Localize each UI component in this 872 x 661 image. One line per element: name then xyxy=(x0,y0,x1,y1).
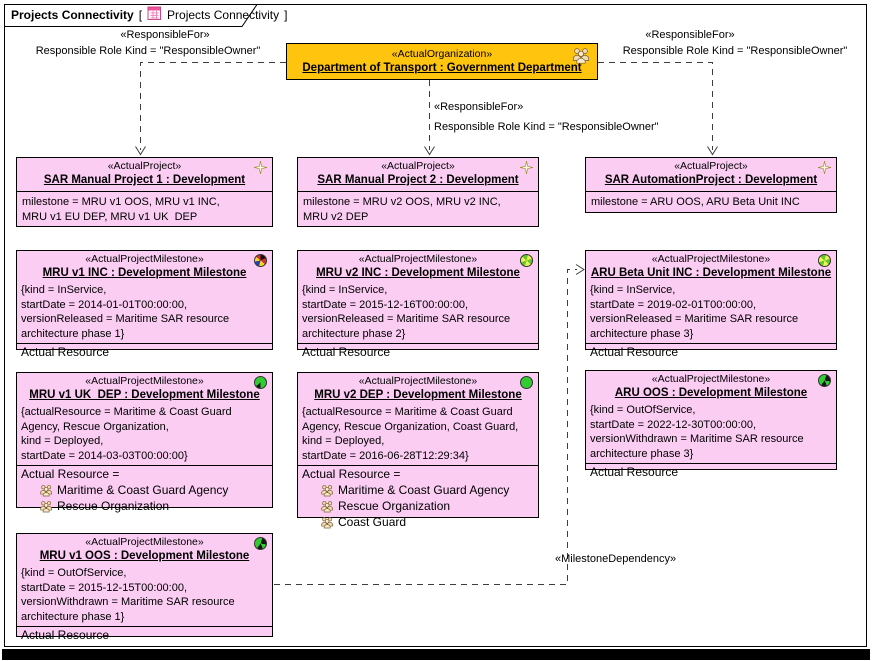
sparkle-icon xyxy=(253,160,268,179)
milestone-name: MRU v2 DEP : Development Milestone xyxy=(314,389,522,401)
resource-name: Rescue Organization xyxy=(57,499,170,513)
compartment-label: Actual Resource = xyxy=(302,467,401,481)
actual-project-node[interactable]: «ActualProject» SAR Manual Project 1 : D… xyxy=(16,157,273,227)
milestone-name: MRU v1 INC : Development Milestone xyxy=(42,267,247,279)
project-attributes: milestone = MRU v1 OOS, MRU v1 INC, MRU … xyxy=(22,196,220,223)
project-attributes: milestone = MRU v2 OOS, MRU v2 INC, MRU … xyxy=(303,196,501,223)
tab-diagram-name: Projects Connectivity xyxy=(167,8,280,22)
sparkle-icon xyxy=(519,160,534,179)
window-bottom-border xyxy=(2,649,870,660)
organization-icon xyxy=(320,516,335,529)
pinwheel-green-yellow-icon xyxy=(818,254,831,267)
resource-item: Rescue Organization xyxy=(302,498,534,514)
compartment-label: Actual Resource xyxy=(21,345,110,359)
responsible-for-right-stereotype-label[interactable]: «ResponsibleFor» xyxy=(645,29,735,41)
milestone-properties: {kind = InService, startDate = 2015-12-1… xyxy=(302,284,511,340)
actual-project-node[interactable]: «ActualProject» SAR AutomationProject : … xyxy=(585,157,837,213)
responsible-for-left-stereotype-label[interactable]: «ResponsibleFor» xyxy=(120,29,210,41)
resource-name: Maritime & Coast Guard Agency xyxy=(338,483,510,497)
milestone-properties: {actualResource = Maritime & Coast Guard… xyxy=(21,406,232,462)
organization-icon xyxy=(320,500,335,513)
compartment-label: Actual Resource = xyxy=(21,467,120,481)
milestone-properties: {kind = OutOfService, startDate = 2022-1… xyxy=(590,404,804,460)
actual-project-milestone-node[interactable]: «ActualProjectMilestone» ARU OOS : Devel… xyxy=(585,370,837,479)
tab-title: Projects Connectivity xyxy=(11,8,134,22)
resource-item: Maritime & Coast Guard Agency xyxy=(302,482,534,498)
circle-green-icon xyxy=(520,376,533,389)
milestone-dependency-label[interactable]: «MilestoneDependency» xyxy=(555,553,677,565)
sparkle-icon xyxy=(817,160,832,179)
resource-name: Coast Guard xyxy=(338,515,407,529)
pie-green-black-icon xyxy=(818,374,831,387)
milestone-stereotype: «ActualProjectMilestone» xyxy=(651,253,771,265)
actual-project-milestone-node[interactable]: «ActualProjectMilestone» MRU v1 OOS : De… xyxy=(16,533,273,642)
milestone-stereotype: «ActualProjectMilestone» xyxy=(85,375,204,387)
milestone-properties: {kind = InService, startDate = 2014-01-0… xyxy=(21,284,230,340)
pie-green-notch-icon xyxy=(254,376,267,389)
people-group-icon xyxy=(571,47,592,69)
project-stereotype: «ActualProject» xyxy=(674,160,748,172)
actual-project-milestone-node[interactable]: «ActualProjectMilestone» MRU v2 INC : De… xyxy=(297,250,539,359)
resource-item: Coast Guard xyxy=(302,514,534,530)
milestone-name: ARU OOS : Development Milestone xyxy=(614,387,808,399)
milestone-stereotype: «ActualProjectMilestone» xyxy=(85,253,204,265)
responsible-for-right-role-label[interactable]: Responsible Role Kind = "ResponsibleOwne… xyxy=(622,45,848,57)
tab-bracket-open: [ xyxy=(138,8,143,22)
milestone-properties: {actualResource = Maritime & Coast Guard… xyxy=(302,406,519,462)
actual-project-milestone-node[interactable]: «ActualProjectMilestone» ARU Beta Unit I… xyxy=(585,250,837,359)
tab-bracket-close: ] xyxy=(284,8,288,22)
responsible-for-left-role-label[interactable]: Responsible Role Kind = "ResponsibleOwne… xyxy=(35,45,261,57)
pinwheel-multicolor-icon xyxy=(254,254,267,267)
responsible-for-center-role-label[interactable]: Responsible Role Kind = "ResponsibleOwne… xyxy=(434,121,659,133)
compartment-label: Actual Resource xyxy=(590,345,679,359)
project-stereotype: «ActualProject» xyxy=(107,160,182,172)
milestone-name: MRU v1 UK DEP : Development Milestone xyxy=(29,389,260,401)
diagram-tab[interactable]: Projects Connectivity [ Projects Connect… xyxy=(4,4,297,26)
milestone-stereotype: «ActualProjectMilestone» xyxy=(358,375,478,387)
project-stereotype: «ActualProject» xyxy=(381,160,455,172)
organization-name: Department of Transport : Government Dep… xyxy=(302,61,582,74)
resource-name: Maritime & Coast Guard Agency xyxy=(57,483,229,497)
organization-stereotype: «ActualOrganization» xyxy=(391,47,493,60)
milestone-name: ARU Beta Unit INC : Development Mileston… xyxy=(590,267,832,279)
diagram-icon xyxy=(147,6,162,24)
pinwheel-green-yellow-icon xyxy=(520,254,533,267)
actual-project-milestone-node[interactable]: «ActualProjectMilestone» MRU v1 INC : De… xyxy=(16,250,273,359)
milestone-stereotype: «ActualProjectMilestone» xyxy=(358,253,478,265)
resource-item: Maritime & Coast Guard Agency xyxy=(21,482,268,498)
organization-icon xyxy=(39,500,54,513)
project-name: SAR AutomationProject : Development xyxy=(604,174,818,186)
milestone-stereotype: «ActualProjectMilestone» xyxy=(651,373,771,385)
project-name: SAR Manual Project 2 : Development xyxy=(317,174,519,186)
resource-name: Rescue Organization xyxy=(338,499,451,513)
responsible-for-center-stereotype-label[interactable]: «ResponsibleFor» xyxy=(434,101,524,113)
actual-project-milestone-node[interactable]: «ActualProjectMilestone» MRU v1 UK DEP :… xyxy=(16,372,273,513)
compartment-label: Actual Resource xyxy=(302,345,391,359)
milestone-properties: {kind = InService, startDate = 2019-02-0… xyxy=(590,284,799,340)
milestone-stereotype: «ActualProjectMilestone» xyxy=(85,536,204,548)
resource-item: Rescue Organization xyxy=(21,498,268,514)
project-attributes: milestone = ARU OOS, ARU Beta Unit INC xyxy=(591,196,800,208)
milestone-name: MRU v2 INC : Development Milestone xyxy=(316,267,520,279)
organization-icon xyxy=(320,484,335,497)
actual-project-node[interactable]: «ActualProject» SAR Manual Project 2 : D… xyxy=(297,157,539,227)
milestone-properties: {kind = OutOfService, startDate = 2015-1… xyxy=(21,567,235,623)
actual-project-milestone-node[interactable]: «ActualProjectMilestone» MRU v2 DEP : De… xyxy=(297,372,539,529)
project-name: SAR Manual Project 1 : Development xyxy=(43,174,246,186)
compartment-label: Actual Resource xyxy=(590,465,679,479)
pie-green-black-icon xyxy=(254,537,267,550)
compartment-label: Actual Resource xyxy=(21,628,110,642)
actual-organization-node[interactable]: «ActualOrganization» Department of Trans… xyxy=(286,43,598,80)
milestone-name: MRU v1 OOS : Development Milestone xyxy=(39,550,250,562)
organization-icon xyxy=(39,484,54,497)
